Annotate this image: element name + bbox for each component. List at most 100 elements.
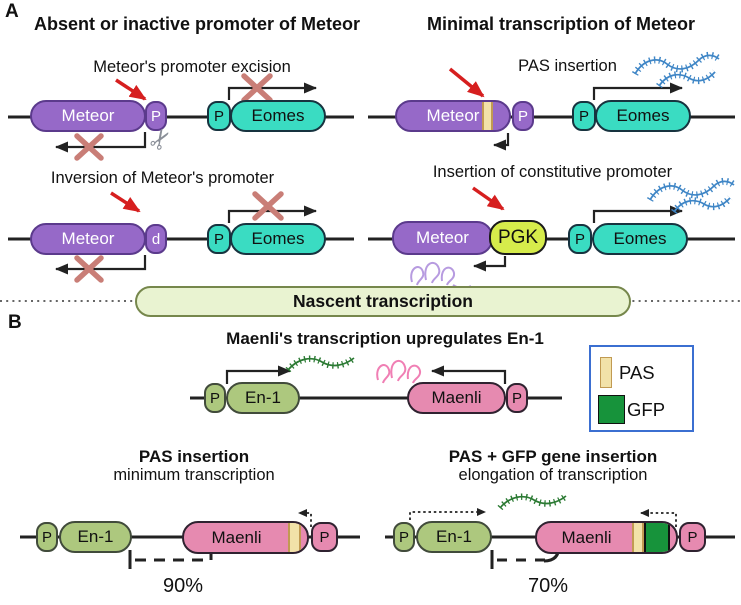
panel-a-tag: A	[5, 1, 19, 22]
promoter-label: P	[574, 230, 585, 248]
eomes-arrow	[592, 205, 683, 223]
promoter-bubble-eomes: P	[207, 224, 231, 254]
gene-box-meteor: Meteor	[392, 221, 493, 255]
rna-green-icon	[500, 496, 566, 508]
pas-bar	[288, 523, 301, 552]
gene-label: Eomes	[251, 106, 305, 125]
caption-b-pas-sub: minimum transcription	[113, 466, 275, 484]
eomes-arrow	[227, 82, 317, 100]
caption-b-pasgfp-sub: elongation of transcription	[458, 466, 648, 484]
heading-maenli-upregulates: Maenli's transcription upregulates En-1	[226, 329, 544, 348]
legend-gfp-label: GFP	[627, 399, 666, 420]
gene-label: Meteor	[426, 106, 480, 125]
heading-absent-promoter: Absent or inactive promoter of Meteor	[33, 14, 361, 34]
cross-icon	[74, 133, 104, 161]
gene-box-maenli: Maenli	[407, 382, 506, 414]
promoter-label: P	[209, 389, 220, 407]
promoter-label: P	[398, 528, 409, 546]
legend-pas-swatch	[600, 357, 612, 388]
pas-bar	[482, 102, 493, 130]
gfp-bar	[644, 523, 670, 552]
promoter-bubble-eomes: P	[568, 224, 592, 254]
promoter-bubble-maenli: P	[679, 522, 706, 552]
en1-arrow	[225, 365, 291, 384]
caption-constitutive: Insertion of constitutive promoter	[432, 163, 673, 181]
cross-icon	[252, 191, 284, 221]
pgk-arrow	[473, 256, 507, 272]
gene-box-meteor: Meteor	[30, 100, 146, 132]
red-arrow-icon	[115, 78, 147, 101]
gene-box-meteor: Meteor	[395, 100, 511, 132]
promoter-label: P	[213, 107, 224, 125]
red-arrow-icon	[448, 67, 485, 98]
dotted-arrow-icon	[640, 509, 677, 527]
gene-label: Maenli	[561, 527, 612, 547]
gene-box-eomes: Eomes	[592, 223, 688, 255]
promoter-bubble-maenli: P	[311, 522, 338, 552]
gene-box-eomes: Eomes	[230, 100, 326, 132]
promoter-bubble-meteor: P	[145, 101, 167, 131]
gene-label: En-1	[436, 527, 472, 546]
gene-box-meteor: Meteor	[30, 223, 146, 255]
promoter-bubble-inverted: d	[145, 224, 167, 254]
gene-box-maenli: Maenli	[535, 521, 678, 554]
eomes-arrow	[592, 82, 683, 100]
legend-box: PAS GFP	[589, 345, 694, 432]
percent-label: 70%	[527, 575, 569, 597]
rna-blue-icon	[650, 181, 734, 212]
promoter-label: P	[213, 230, 224, 248]
caption-b-pasgfp-bold: PAS + GFP gene insertion	[448, 447, 658, 466]
promoter-label: P	[511, 389, 522, 407]
gene-label: PGK	[497, 226, 539, 248]
promoter-bubble-maenli: P	[506, 383, 528, 413]
gene-box-eomes: Eomes	[230, 223, 326, 255]
promoter-label: P	[41, 528, 52, 546]
promoter-label: P	[150, 107, 161, 125]
rna-hairpin-purple-icon	[410, 261, 472, 290]
cross-icon	[74, 255, 104, 283]
promoter-label: d	[151, 230, 161, 248]
gene-label: En-1	[245, 388, 281, 407]
maenli-arrow	[431, 365, 507, 384]
promoter-bubble-en1: P	[204, 383, 226, 413]
nascent-transcription-pill: Nascent transcription	[135, 286, 631, 317]
promoter-label: P	[687, 528, 698, 546]
cross-icons	[74, 73, 284, 283]
gene-label: Meteor	[61, 229, 115, 248]
gene-box-eomes: Eomes	[595, 100, 691, 132]
caption-pas-insertion: PAS insertion	[518, 57, 617, 75]
gene-box-en1: En-1	[59, 521, 132, 553]
legend-gfp-swatch	[598, 395, 625, 424]
dotted-arrow-icon	[409, 508, 486, 520]
promoter-bubble-en1: P	[393, 522, 415, 552]
gene-label: Maenli	[431, 388, 482, 407]
promoter-bubble-eomes: P	[207, 101, 231, 131]
pas-bar	[632, 523, 644, 552]
cross-icon	[241, 73, 273, 103]
red-arrow-icon	[110, 191, 141, 213]
gene-label: Meteor	[416, 228, 469, 247]
gene-label: Meteor	[61, 106, 115, 125]
gene-label: Maenli	[211, 527, 262, 547]
gene-box-maenli: Maenli	[182, 521, 309, 554]
gene-box-en1: En-1	[226, 382, 300, 414]
red-arrow-icon	[471, 186, 505, 211]
panel-b-tag: B	[8, 312, 22, 333]
promoter-bubble-meteor: P	[512, 101, 534, 131]
promoter-bubble-en1: P	[36, 522, 58, 552]
gene-label: En-1	[77, 527, 114, 546]
red-annotation-arrows	[110, 67, 505, 213]
heading-minimal-transcription: Minimal transcription of Meteor	[426, 14, 696, 34]
rna-blue-icon	[635, 55, 719, 86]
dotted-arrows	[298, 508, 677, 527]
promoter-label: P	[578, 107, 589, 125]
gene-label: Eomes	[251, 229, 305, 248]
percent-label: 90%	[162, 575, 204, 597]
caption-inversion: Inversion of Meteor's promoter	[50, 169, 275, 187]
gene-box-en1: En-1	[416, 521, 492, 553]
dotted-arrow-icon	[298, 509, 312, 527]
meteor-arrow	[493, 133, 510, 151]
caption-b-pas-bold: PAS insertion	[138, 447, 250, 466]
rna-green-icon	[288, 358, 354, 370]
